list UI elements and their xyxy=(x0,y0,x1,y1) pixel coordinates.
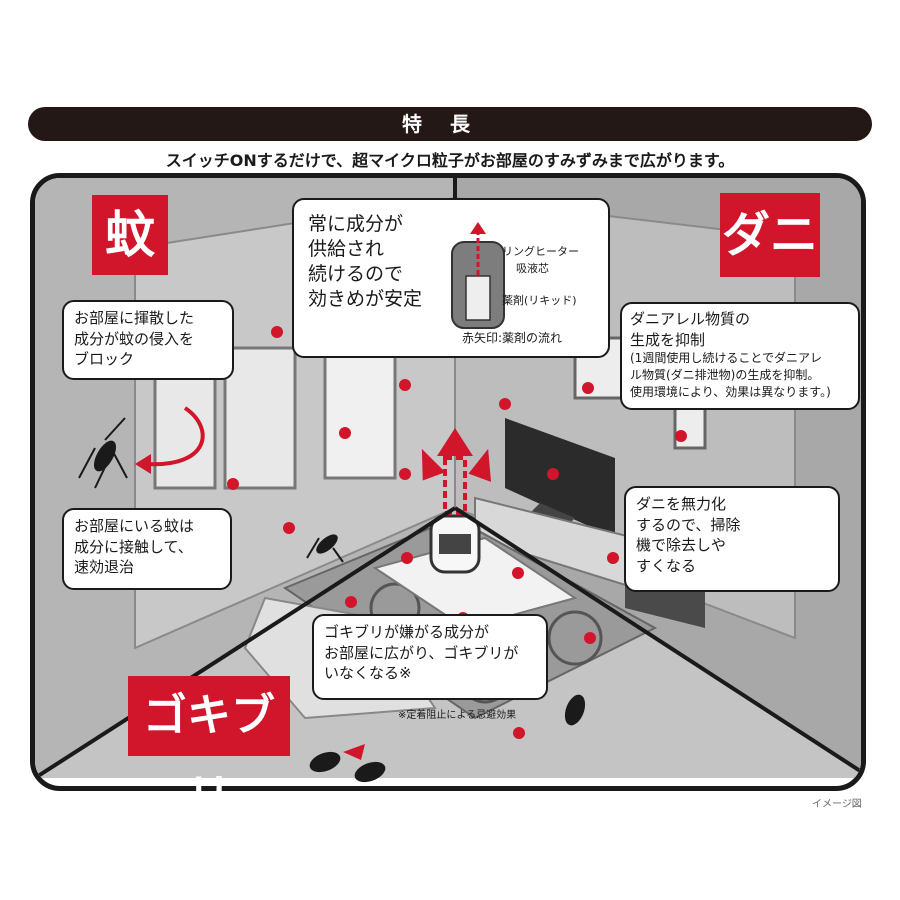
center-line: 供給され xyxy=(308,238,385,261)
footnote: ※定着阻止による忌避効果 xyxy=(398,710,517,721)
bubble-line: 機で除去しや xyxy=(636,536,726,555)
header-bar: 特長 xyxy=(28,107,872,141)
center-footer: 赤矢印:薬剤の流れ xyxy=(462,331,563,345)
bubble-title-line: 生成を抑制 xyxy=(630,330,706,349)
center-line: 続けるので xyxy=(308,263,404,286)
bubble-mosquito-block: お部屋に揮散した 成分が蚊の侵入を ブロック xyxy=(62,300,234,380)
center-line: 効きめが安定 xyxy=(308,288,423,311)
bubble-line: ゴキブリが嫌がる成分が xyxy=(324,623,490,641)
bubble-line: すくなる xyxy=(636,557,697,576)
subtitle: スイッチONするだけで、超マイクロ粒子がお部屋のすみずみまで広がります。 xyxy=(165,151,735,170)
device-diagram xyxy=(451,222,505,329)
center-part-labels: リングヒーター 吸液芯 薬剤(リキッド) xyxy=(502,244,579,310)
label-mite: ダニ xyxy=(720,193,820,277)
label-mosquito: 蚊 xyxy=(92,195,168,275)
center-bubble: 常に成分が 供給され 続けるので 効きめが安定 xyxy=(292,198,610,358)
bubble-line: 成分が蚊の侵入を xyxy=(74,329,195,348)
bubble-line: お部屋に広がり、ゴキブリが xyxy=(324,643,519,662)
bubble-note-line: (1週間使用し続けることでダニアレ xyxy=(630,351,822,366)
bubble-mite-vacuum: ダニを無力化 するので、掃除 機で除去しや すくなる xyxy=(624,486,840,592)
illustration-note: イメージ図 xyxy=(812,799,862,810)
bubble-line: するので、掃除 xyxy=(636,515,741,534)
label-cockroach: ゴキブリ xyxy=(128,676,290,821)
bubble-line: お部屋に揮散した xyxy=(74,309,195,327)
bubble-line: ダニを無力化 xyxy=(636,495,727,513)
part-label: 薬剤(リキッド) xyxy=(502,294,577,307)
bubble-note-line: ル物質(ダニ排泄物)の生成を抑制。 xyxy=(630,368,820,383)
bubble-mite: ダニアレル物質の 生成を抑制 (1週間使用し続けることでダニアレ ル物質(ダニ排… xyxy=(620,302,860,410)
bubble-line: ブロック xyxy=(74,350,135,369)
bubble-note-line: 使用環境により、効果は異なります。) xyxy=(630,384,831,399)
bubble-line: 成分に接触して、 xyxy=(74,537,193,556)
bubble-line: 速効退治 xyxy=(74,558,135,577)
bubble-line: お部屋にいる蚊は xyxy=(74,517,195,535)
part-label: 吸液芯 xyxy=(516,261,549,275)
header-title: 特長 xyxy=(402,112,498,136)
part-label: リングヒーター xyxy=(502,245,579,258)
bubble-cockroach: ゴキブリが嫌がる成分が お部屋に広がり、ゴキブリが いなくなる※ xyxy=(312,614,548,700)
bubble-title-line: ダニアレル物質の xyxy=(630,310,751,328)
bubble-line: いなくなる※ xyxy=(324,664,412,683)
center-line: 常に成分が xyxy=(308,213,404,235)
bubble-mosquito-kill: お部屋にいる蚊は 成分に接触して、 速効退治 xyxy=(62,508,232,590)
